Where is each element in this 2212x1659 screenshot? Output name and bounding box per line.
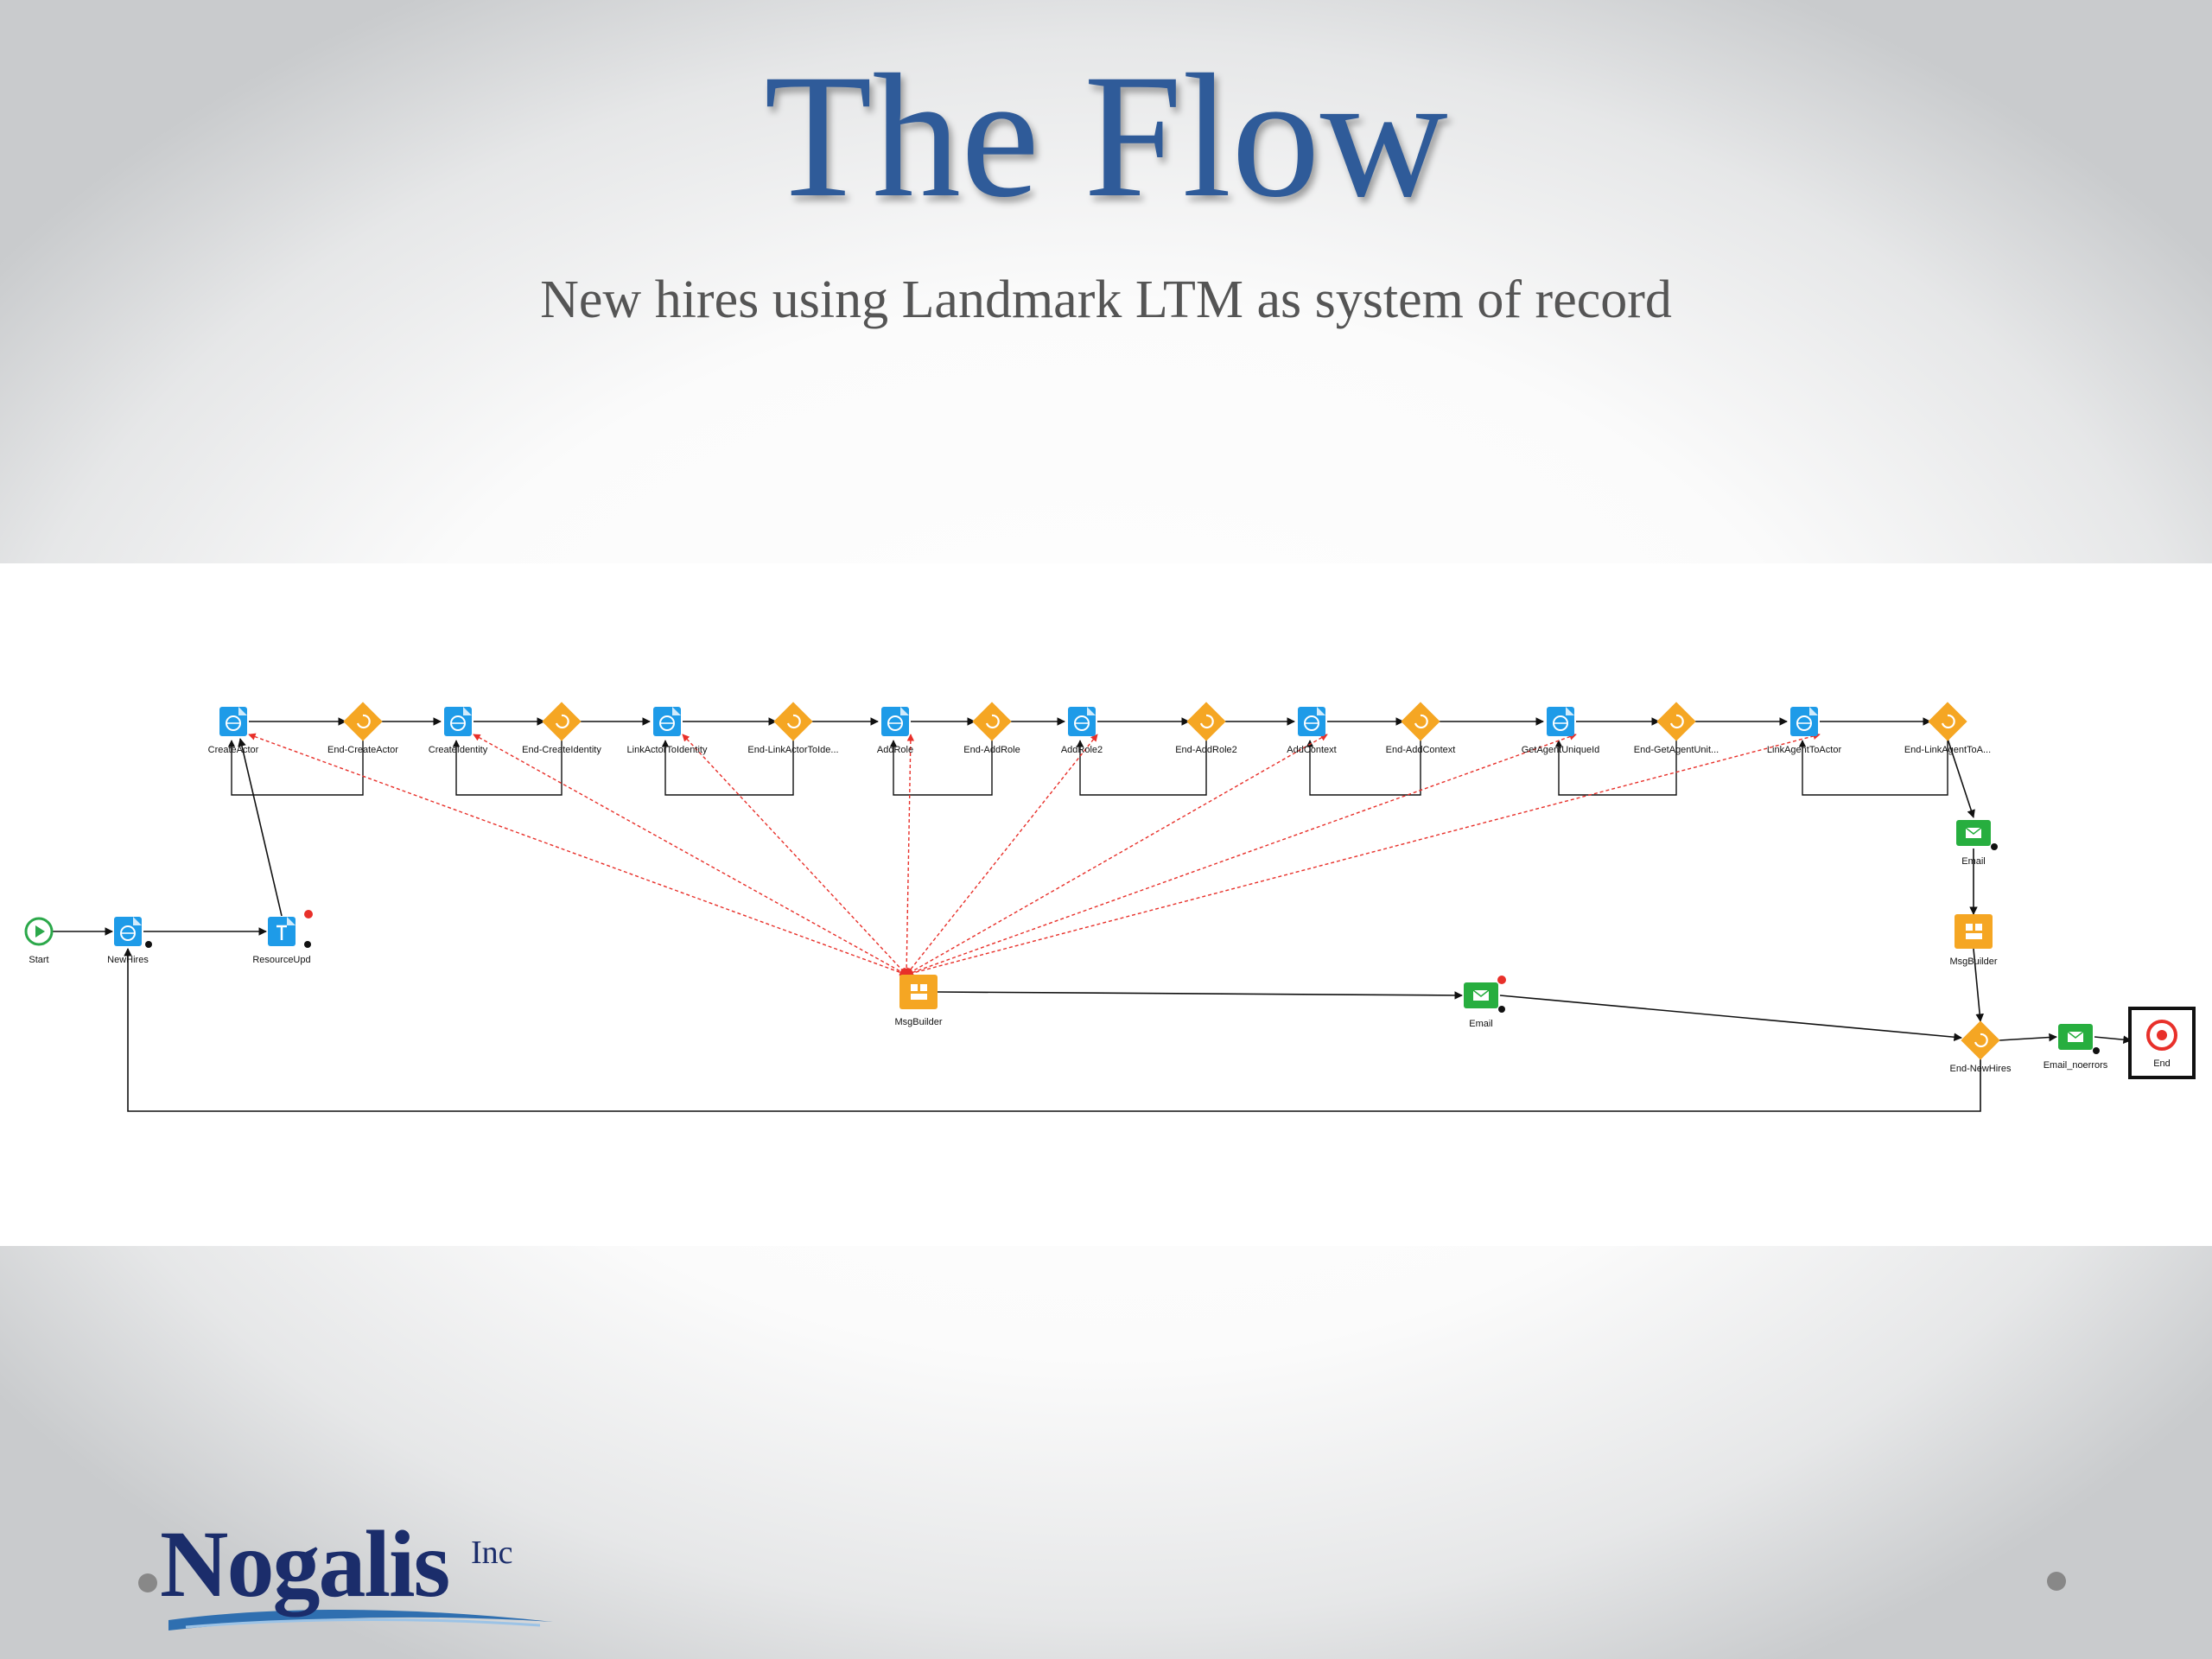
node-label-addcontext: AddContext (1287, 745, 1336, 755)
node-label-newhires: NewHires (107, 955, 149, 965)
node-label-getagentuniqueid: GetAgentUniqueId (1522, 745, 1600, 755)
node-linkagenttoactor[interactable]: LinkAgentToActor (1767, 707, 1842, 755)
error-edge-createactor (248, 733, 907, 976)
node-label-end_linkagenttoa: End-LinkAgentToA... (1904, 745, 1991, 755)
flow-diagram-canvas: Start NewHires ResourceUpd CreateActor End-C… (24, 702, 2196, 1112)
node-label-end_addrole2: End-AddRole2 (1175, 745, 1237, 755)
logo-swoosh-icon (168, 1609, 553, 1630)
node-end[interactable]: End (2128, 1007, 2196, 1079)
node-end_createactor[interactable]: End-CreateActor (327, 702, 398, 755)
flow-diagram: Start NewHires ResourceUpd CreateActor End-C… (0, 563, 2212, 1246)
company-logo: Nogalis Inc (160, 1516, 575, 1637)
logo-name: Nogalis (160, 1511, 450, 1617)
node-resourceupd[interactable]: ResourceUpd (252, 910, 313, 965)
node-createidentity[interactable]: CreateIdentity (429, 707, 488, 755)
node-label-createactor: CreateActor (208, 745, 259, 755)
node-email_mid[interactable]: Email (1464, 976, 1506, 1029)
edge-resourceupd-createactor (238, 738, 283, 917)
node-label-email_noerrors: Email_noerrors (2044, 1060, 2108, 1071)
node-label-linkactortoidentity: LinkActorToIdentity (627, 745, 708, 755)
node-getagentuniqueid[interactable]: GetAgentUniqueId (1522, 707, 1600, 755)
node-label-msgbuilder_center: MsgBuilder (894, 1017, 942, 1027)
bullet-left (138, 1573, 157, 1592)
error-edge-linkactortoidentity (682, 734, 907, 976)
node-label-end: End (2153, 1058, 2171, 1069)
node-label-end_newhires: End-NewHires (1950, 1064, 2012, 1074)
node-createactor[interactable]: CreateActor (208, 707, 259, 755)
slide-title: The Flow (764, 38, 1448, 234)
edge-email-endnewhires (1499, 995, 1962, 1041)
node-end_addrole2[interactable]: End-AddRole2 (1175, 702, 1237, 755)
node-label-email_top: Email (1961, 856, 1986, 867)
node-email_top[interactable]: Email (1956, 820, 1998, 867)
edge-msgbuilder-email (937, 991, 1463, 1000)
error-edge-getagentuniqueid (906, 733, 1577, 976)
node-end_addrole[interactable]: End-AddRole (963, 702, 1020, 755)
node-start[interactable]: Start (24, 917, 54, 965)
edge-endlinkagent-email (1947, 738, 1975, 818)
node-label-end_createactor: End-CreateActor (327, 745, 398, 755)
node-addrole[interactable]: AddRole (877, 707, 913, 755)
node-label-end_addcontext: End-AddContext (1386, 745, 1456, 755)
node-label-createidentity: CreateIdentity (429, 745, 488, 755)
node-label-linkagenttoactor: LinkAgentToActor (1767, 745, 1842, 755)
node-label-end_linkactortoide: End-LinkActorToIde... (747, 745, 838, 755)
node-end_newhires[interactable]: End-NewHires (1950, 1020, 2012, 1074)
node-label-end_getagentunit: End-GetAgentUnit... (1634, 745, 1719, 755)
node-label-start: Start (29, 955, 48, 965)
node-email_noerrors[interactable]: Email_noerrors (2044, 1024, 2108, 1071)
node-linkactortoidentity[interactable]: LinkActorToIdentity (627, 707, 708, 755)
slide-subtitle: New hires using Landmark LTM as system o… (540, 270, 1672, 329)
error-edge-addrole2 (906, 734, 1098, 976)
node-newhires[interactable]: NewHires (107, 917, 152, 965)
node-label-addrole2: AddRole2 (1061, 745, 1103, 755)
node-msgbuilder_right[interactable]: MsgBuilder (1949, 914, 1998, 967)
error-edge-addcontext (906, 734, 1328, 976)
node-label-email_mid: Email (1469, 1019, 1493, 1029)
node-label-end_addrole: End-AddRole (963, 745, 1020, 755)
node-end_createidentity[interactable]: End-CreateIdentity (522, 702, 601, 755)
node-end_linkagenttoa[interactable]: End-LinkAgentToA... (1904, 702, 1991, 755)
bullet-right (2047, 1572, 2066, 1591)
node-label-addrole: AddRole (877, 745, 913, 755)
error-edge-createidentity (473, 734, 907, 976)
node-addcontext[interactable]: AddContext (1287, 707, 1337, 755)
node-msgbuilder_center[interactable]: MsgBuilder (894, 975, 943, 1027)
edge-emailnoerrors-end (2094, 1035, 2132, 1044)
node-addrole2[interactable]: AddRole2 (1061, 707, 1103, 755)
error-edge-addrole (902, 734, 915, 976)
error-edge-linkagenttoactor (906, 732, 1821, 977)
node-end_addcontext[interactable]: End-AddContext (1386, 702, 1456, 755)
edge-endnewhires-emailnoerrors (1999, 1033, 2057, 1042)
node-end_linkactortoide[interactable]: End-LinkActorToIde... (747, 702, 839, 755)
node-end_getagentunit[interactable]: End-GetAgentUnit... (1634, 702, 1719, 755)
node-label-resourceupd: ResourceUpd (252, 955, 310, 965)
edge-msgbuilder-endnewhires (1973, 948, 1984, 1022)
edge-endnewhires-newhires-loop (124, 948, 1981, 1112)
logo-suffix: Inc (471, 1535, 513, 1571)
node-label-end_createidentity: End-CreateIdentity (522, 745, 601, 755)
node-label-msgbuilder_right: MsgBuilder (1949, 957, 1997, 967)
